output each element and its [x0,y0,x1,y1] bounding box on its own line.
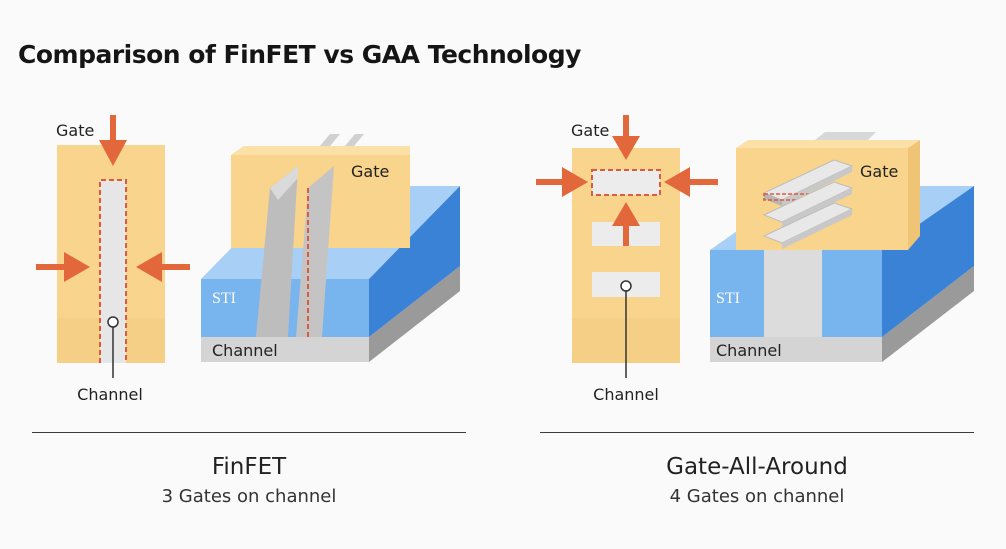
finfet-name: FinFET [211,454,287,480]
finfet-cross-section: Gate Channel [36,115,190,404]
gaa-cs-channel-label: Channel [593,385,659,404]
gaa-structure: Gate STI Channel [710,132,974,362]
finfet-top-arrow [99,115,127,166]
gaa-gate-outline [591,169,661,196]
gaa-left-arrow [536,167,588,197]
finfet-gate-outline [99,179,127,363]
page-title: Comparison of FinFET vs GAA Technology [18,40,581,69]
gaa-cs-gate-label: Gate [571,121,609,140]
gaa-bottom-arrow [612,202,640,246]
finfet-right-arrow [136,252,190,282]
gaa-description: 4 Gates on channel [669,486,845,507]
gaa-structure-gate-label: Gate [860,162,898,181]
finfet-divider [32,432,466,433]
finfet-sti-label: STI [212,290,236,307]
gaa-structure-channel-label: Channel [716,341,782,360]
finfet-left-arrow [36,252,90,282]
finfet-structure-gate-label: Gate [351,162,389,181]
gaa-cross-section: Gate Channel [536,115,718,404]
gaa-top-arrow [612,115,640,160]
gaa-divider [540,432,974,433]
gaa-right-arrow [664,167,718,197]
gaa-name: Gate-All-Around [666,454,848,480]
finfet-cs-channel-label: Channel [77,385,143,404]
gaa-channel-marker [620,280,632,292]
finfet-channel-marker [107,316,119,328]
finfet-cs-gate-label: Gate [56,121,94,140]
finfet-structure-channel-label: Channel [212,341,278,360]
finfet-description: 3 Gates on channel [161,486,337,507]
gaa-sti-label: STI [716,290,740,307]
gaa-nanosheet-1 [592,170,660,195]
finfet-structure: Gate STI Channel [201,134,460,362]
